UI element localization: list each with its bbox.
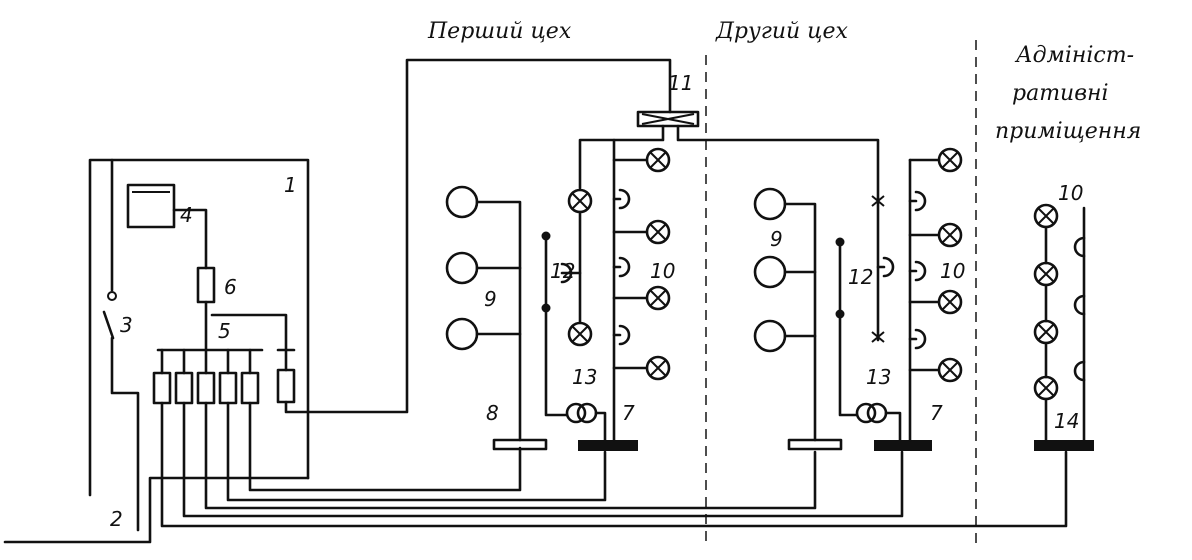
shop2-lamp-line: [871, 195, 895, 343]
label-10-shop1: 10: [650, 259, 675, 283]
label-12-shop2: 12: [848, 265, 873, 289]
label-9-shop2: 9: [770, 227, 783, 251]
group-feeders: [160, 401, 1068, 528]
label-11: 11: [668, 71, 693, 95]
shop2-motors: [753, 187, 843, 451]
label-3: 3: [120, 313, 133, 337]
shop1-motors: [445, 185, 548, 451]
junction-box-11: [636, 110, 700, 128]
label-13-shop2: 13: [866, 365, 891, 389]
meter-lead: [172, 208, 208, 270]
label-9-shop1: 9: [484, 287, 497, 311]
zone-admin-line1: Адмініст-: [1014, 43, 1134, 68]
shop1-lamps-10: [612, 138, 671, 442]
switchboard-cabinet: [88, 158, 310, 497]
meter-device-4: [126, 183, 176, 229]
label-10-shop2: 10: [940, 259, 965, 283]
fuse-6: [196, 266, 216, 304]
label-7-shop2: 7: [930, 401, 943, 425]
shop2-hoist: [835, 237, 932, 451]
label-4: 4: [180, 203, 193, 227]
input-cable: [3, 476, 310, 544]
lighting-feeder: [284, 58, 672, 414]
label-12-shop1: 12: [550, 259, 575, 283]
zone-second-shop: Другий цех: [715, 19, 849, 44]
lighting-fuse: [276, 368, 296, 404]
shop1-lamp-line: [560, 188, 593, 347]
label-6: 6: [224, 275, 237, 299]
label-10-admin: 10: [1058, 181, 1083, 205]
zone-admin-line3: приміщення: [995, 119, 1141, 144]
shop1-hoist: [541, 231, 638, 451]
label-13-shop1: 13: [572, 365, 597, 389]
zone-admin-line2: ративні: [1012, 81, 1109, 106]
label-5: 5: [218, 319, 231, 343]
shop2-lamps-10: [908, 147, 963, 442]
group-fuses: [152, 348, 260, 405]
switch-3: [102, 310, 115, 340]
admin-lamps: [1033, 203, 1094, 451]
label-7-shop1: 7: [622, 401, 635, 425]
label-14: 14: [1054, 409, 1079, 433]
label-2: 2: [110, 507, 123, 531]
label-1: 1: [284, 173, 297, 197]
zone-first-shop: Перший цех: [427, 19, 572, 44]
label-8: 8: [486, 401, 499, 425]
